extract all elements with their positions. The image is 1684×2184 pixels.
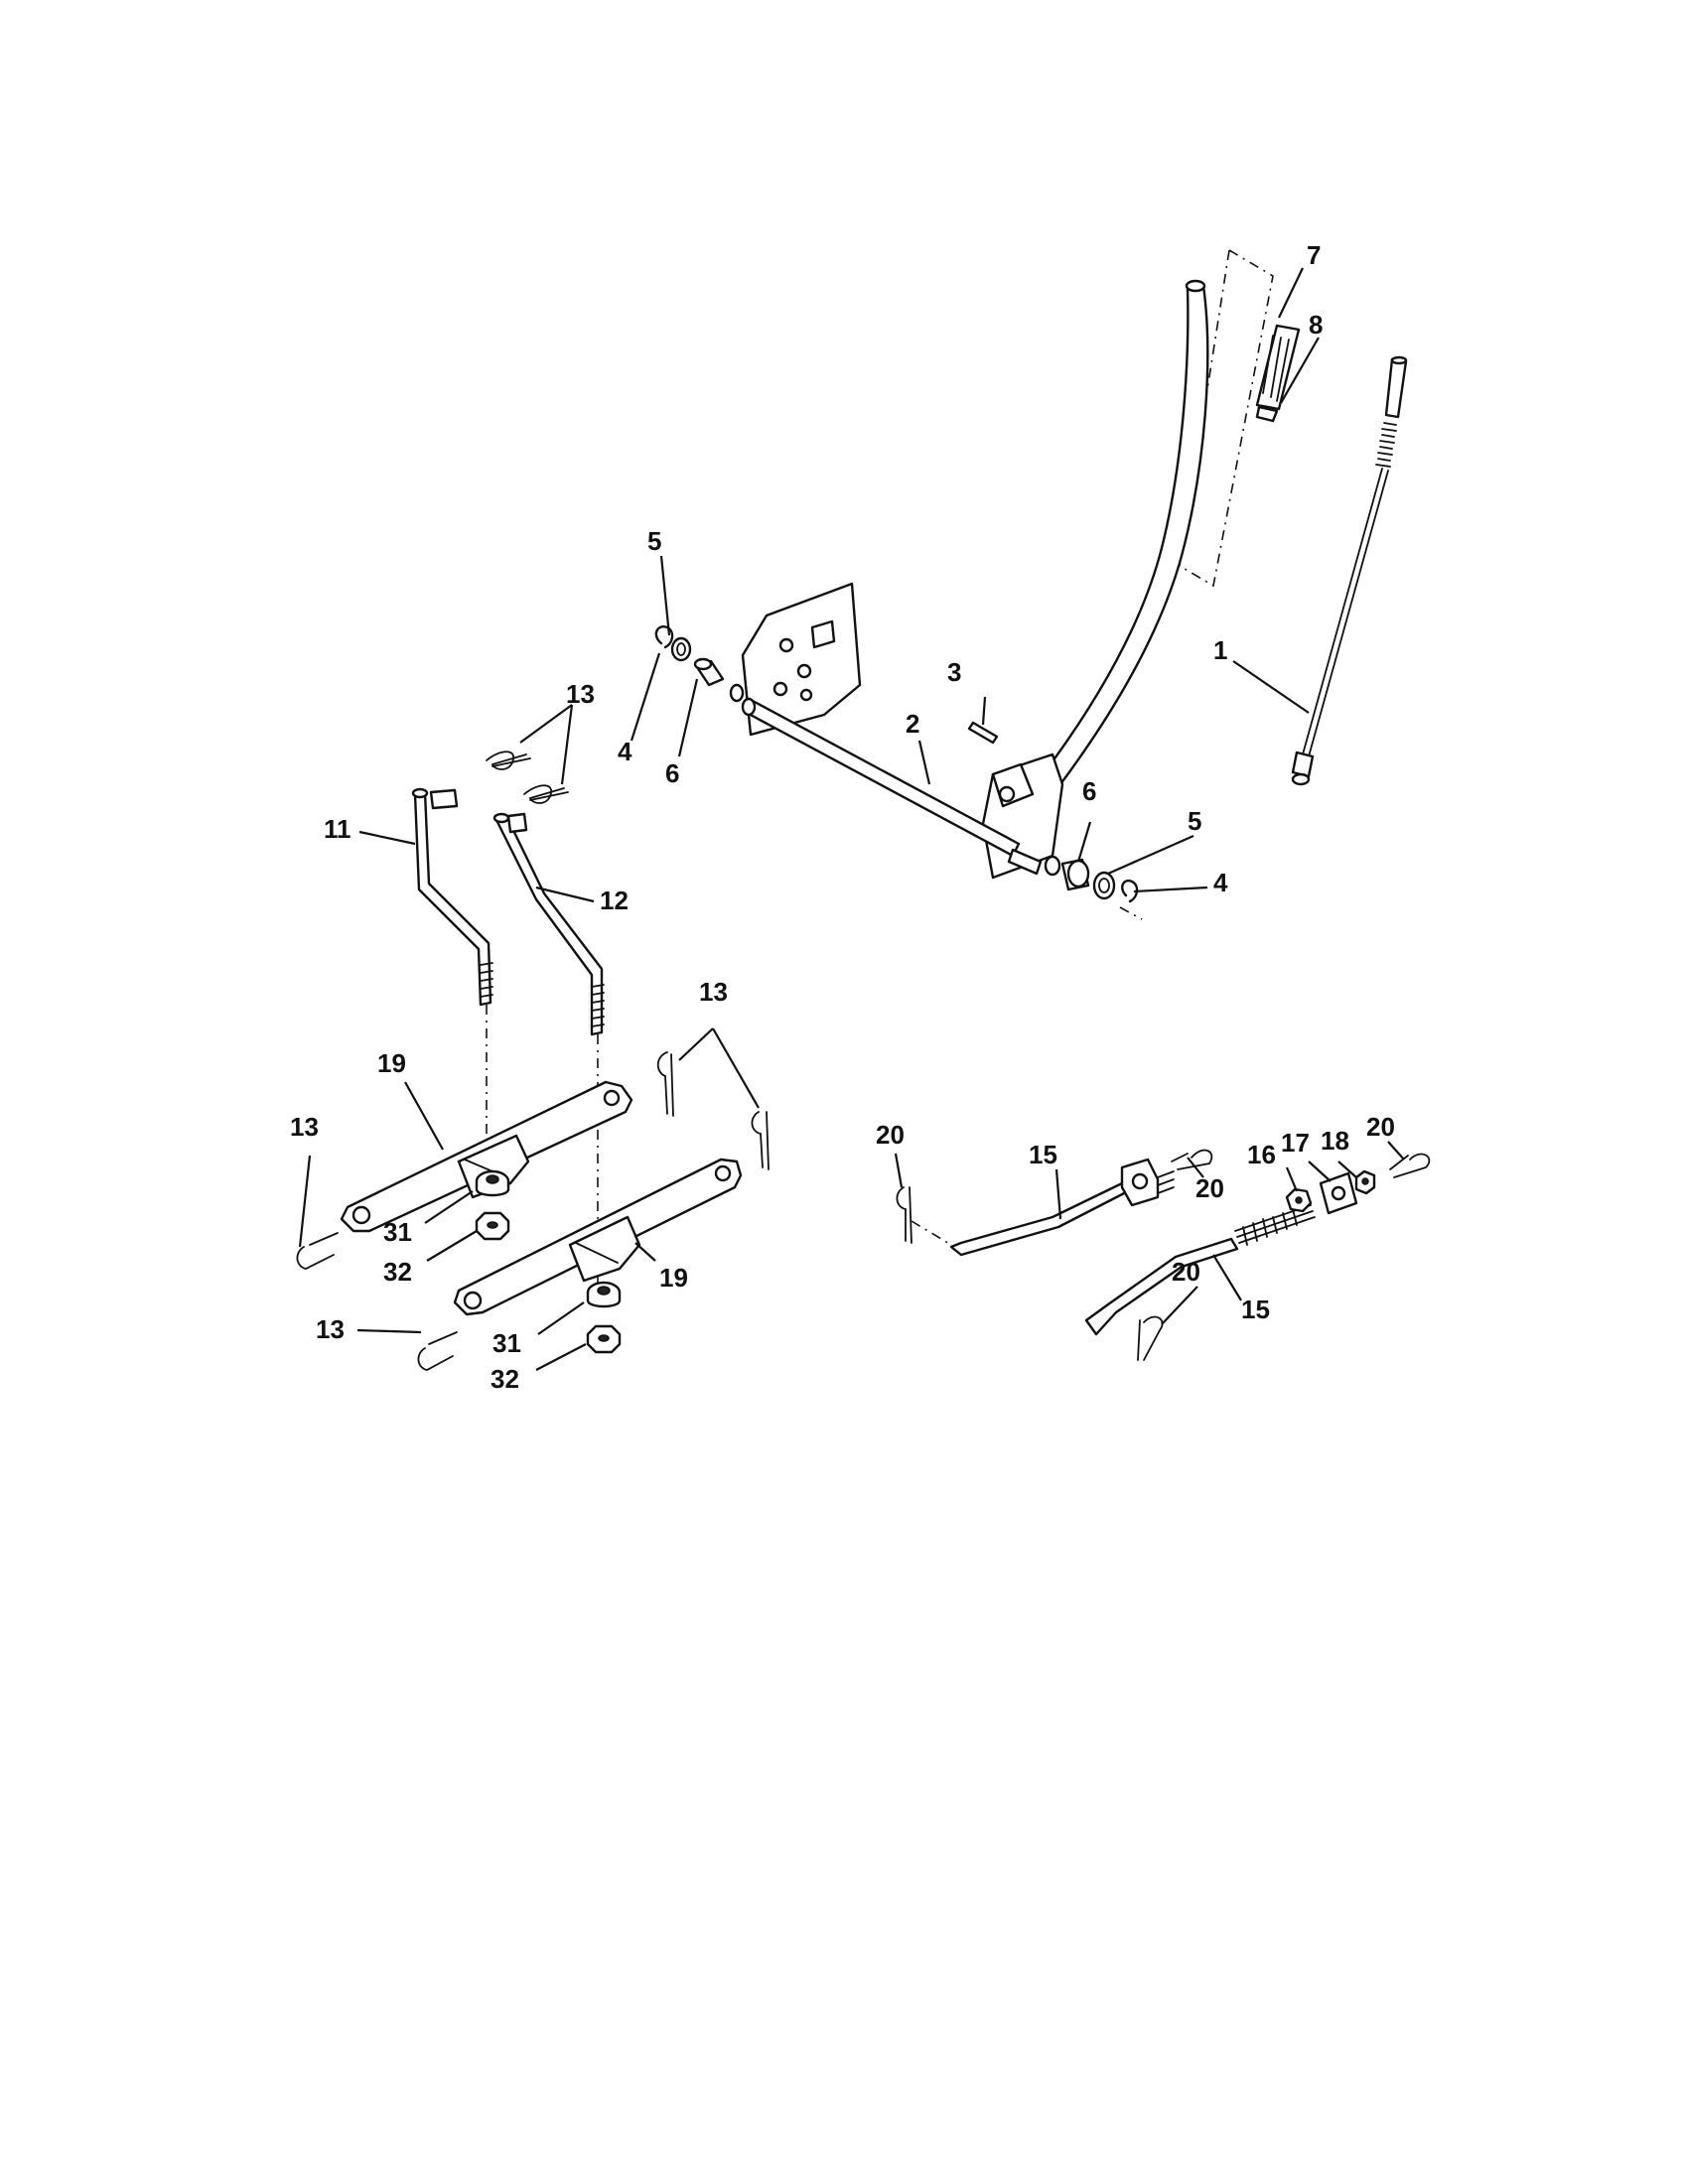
callout-6-left: 6 [665, 758, 679, 788]
callout-20-left: 20 [876, 1120, 905, 1150]
adjuster-hardware [1285, 1169, 1376, 1215]
callout-13-mid: 13 [699, 977, 728, 1007]
lift-link-12 [492, 812, 605, 1291]
callout-17: 17 [1281, 1128, 1310, 1158]
callout-5-right: 5 [1188, 806, 1201, 836]
callout-13-left: 13 [290, 1112, 319, 1142]
lift-link-11 [411, 787, 493, 1161]
callout-4-left: 4 [618, 737, 632, 766]
callout-labels: 1 1 2 3 4 4 5 5 6 6 7 8 11 12 13 13 13 1… [290, 240, 1395, 1394]
hairpin-clips-rods [896, 1149, 1431, 1361]
callout-2: 2 [906, 709, 919, 739]
callout-5-left: 5 [647, 526, 661, 556]
mounting-plate [741, 582, 862, 737]
callout-6-right: 6 [1082, 776, 1096, 806]
roll-pin [967, 721, 999, 745]
callout-19-upper: 19 [377, 1048, 406, 1078]
callout-3: 3 [947, 657, 961, 687]
callout-18: 18 [1321, 1126, 1349, 1156]
callout-15-upper: 15 [1029, 1140, 1057, 1169]
callout-20-right: 20 [1366, 1112, 1395, 1142]
hairpin-clips-top [486, 751, 569, 804]
callout-32-upper: 32 [383, 1257, 412, 1287]
callout-32-lower: 32 [491, 1364, 519, 1394]
callout-11: 11 [324, 814, 351, 844]
callout-20-mid: 20 [1195, 1173, 1224, 1203]
callout-4-right: 4 [1213, 868, 1228, 897]
adjusting-rod-lower [1084, 1204, 1316, 1336]
callout-31-lower: 31 [492, 1328, 521, 1358]
left-shaft-hardware [654, 625, 745, 703]
callout-31-upper: 31 [383, 1217, 412, 1247]
leader-lines [298, 267, 1405, 1371]
callout-16: 16 [1247, 1140, 1276, 1169]
callout-13-top: 13 [566, 679, 595, 709]
lift-arm-lower [453, 1158, 743, 1316]
callout-8: 8 [1309, 310, 1323, 340]
spacer-nut-lower [586, 1281, 622, 1354]
hairpin-clips-arms [296, 1051, 770, 1371]
adjusting-rod-upper [911, 1158, 1175, 1257]
callout-7: 7 [1307, 240, 1321, 270]
lift-cable-rod [1291, 355, 1408, 786]
callout-12: 12 [600, 886, 629, 915]
handle-grip [1255, 324, 1301, 423]
callout-19-lower: 19 [659, 1263, 688, 1293]
callout-15-lower: 15 [1241, 1295, 1270, 1324]
grip-outline-phantom [1179, 248, 1274, 588]
callout-1: 1 [1213, 635, 1227, 665]
callout-20-lower: 20 [1172, 1257, 1200, 1287]
right-shaft-hardware [1044, 855, 1143, 920]
callout-13-bottom: 13 [316, 1314, 345, 1344]
cross-shaft [741, 697, 1043, 876]
spacer-nut-upper [475, 1169, 510, 1241]
